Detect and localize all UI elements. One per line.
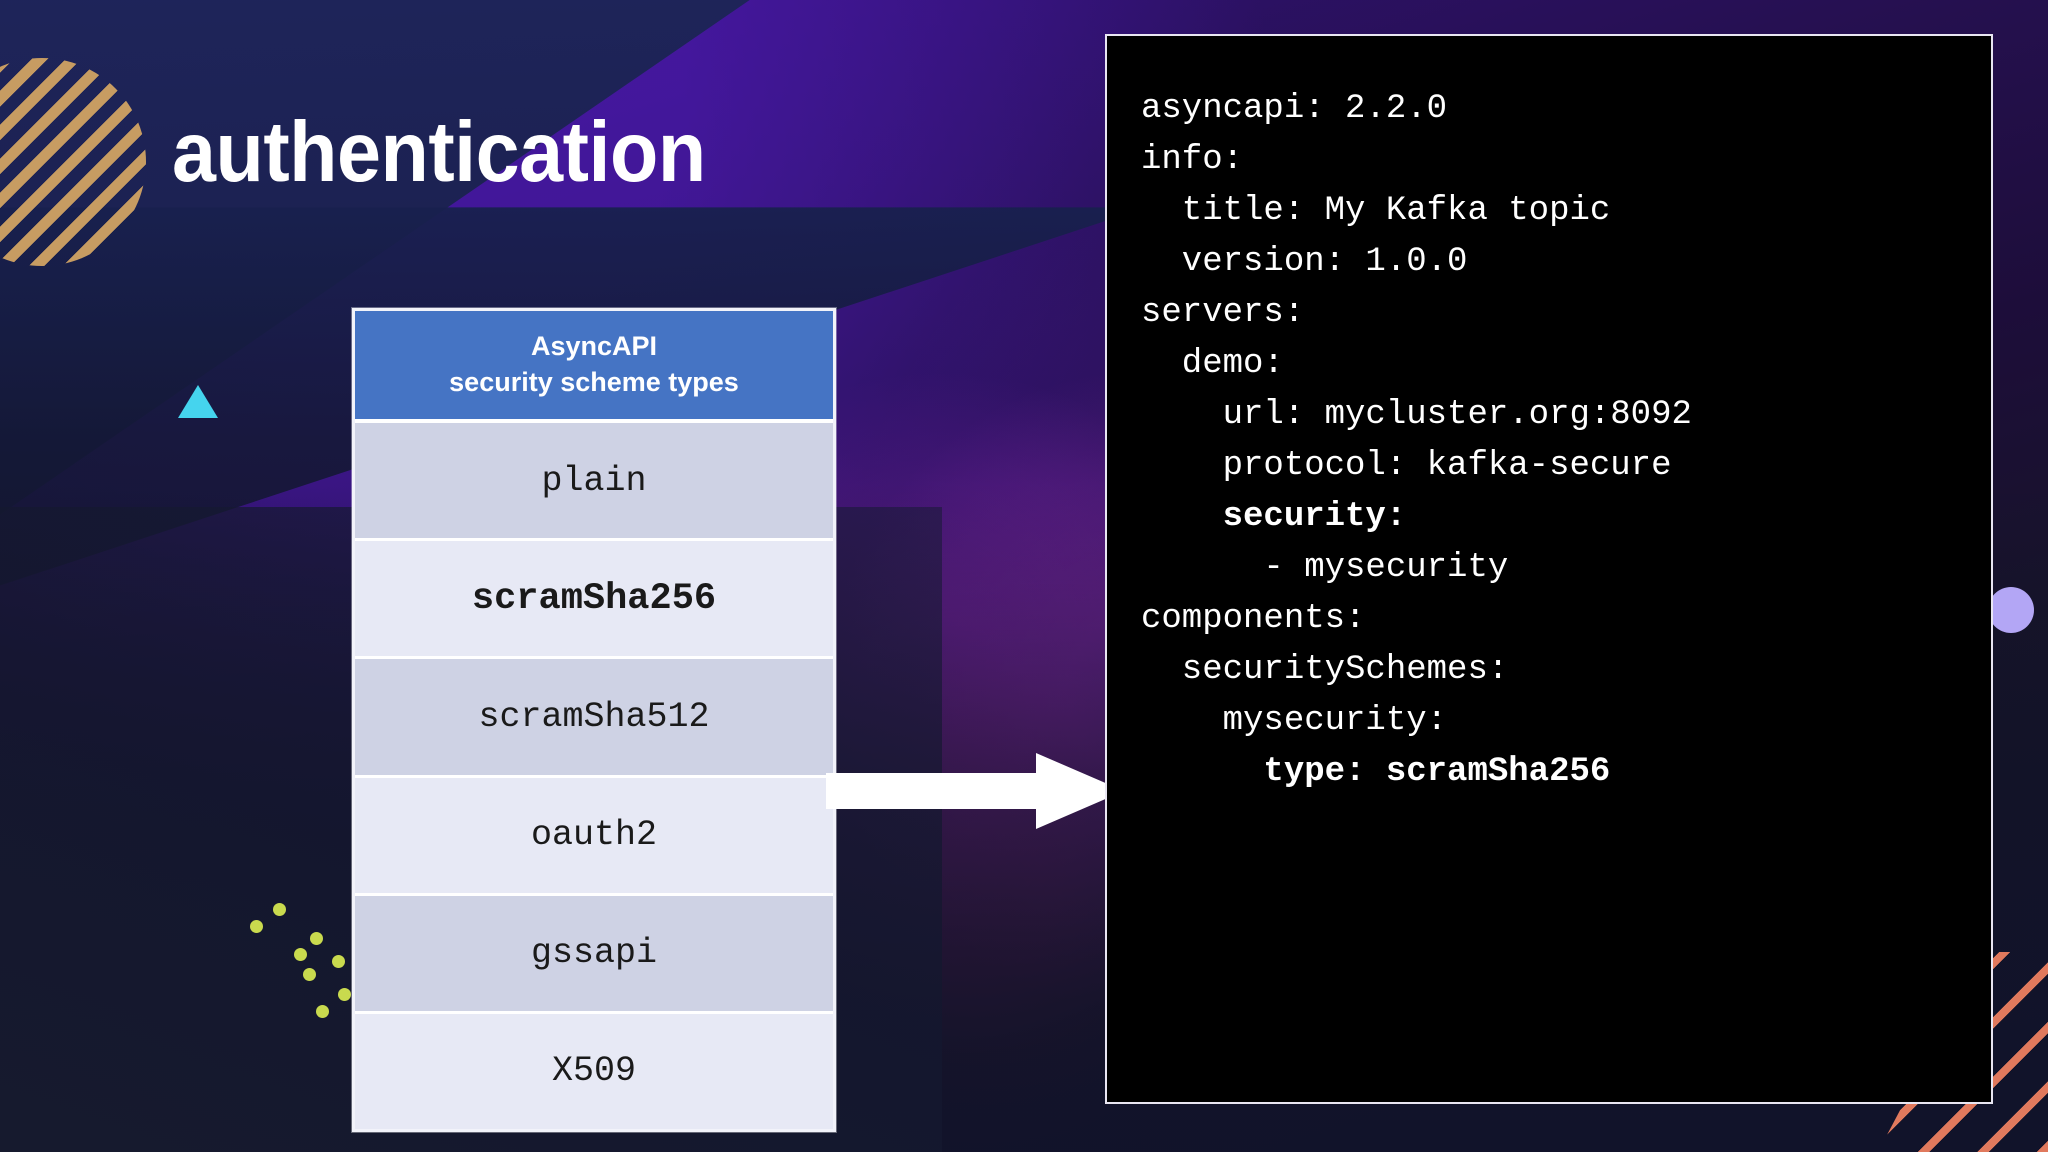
security-scheme-types-table: AsyncAPI security scheme types plain scra… — [352, 308, 836, 1132]
green-dot — [338, 988, 351, 1001]
code-line: info: — [1141, 141, 1244, 179]
purple-circle-decoration — [1988, 587, 2034, 633]
table-header-line-1: AsyncAPI — [530, 331, 658, 362]
code-line: - mysecurity — [1141, 549, 1509, 587]
code-panel: asyncapi: 2.2.0 info: title: My Kafka top… — [1105, 34, 1993, 1104]
code-line: asyncapi: 2.2.0 — [1141, 90, 1448, 128]
code-line: version: 1.0.0 — [1141, 243, 1468, 281]
code-line: security: — [1141, 498, 1407, 536]
green-dot — [294, 948, 307, 961]
table-row-label: oauth2 — [530, 815, 658, 856]
table-row[interactable]: gssapi — [355, 895, 833, 1014]
table-header: AsyncAPI security scheme types — [355, 311, 833, 423]
code-block: asyncapi: 2.2.0 info: title: My Kafka top… — [1107, 36, 1991, 798]
code-line: url: mycluster.org:8092 — [1141, 396, 1692, 434]
code-line: title: My Kafka topic — [1141, 192, 1611, 230]
green-dot — [273, 903, 286, 916]
table-row-label: gssapi — [530, 933, 658, 974]
page-title: authentication — [172, 105, 706, 200]
green-dot — [250, 920, 263, 933]
table-row[interactable]: oauth2 — [355, 777, 833, 896]
table-row-label: plain — [541, 460, 647, 501]
table-row[interactable]: scramSha512 — [355, 659, 833, 778]
table-row-label: scramSha256 — [471, 577, 717, 620]
code-line: protocol: kafka-secure — [1141, 447, 1672, 485]
green-dot — [310, 932, 323, 945]
cyan-triangle-decoration — [178, 385, 218, 418]
code-line: demo: — [1141, 345, 1284, 383]
code-line: components: — [1141, 600, 1366, 638]
table-header-line-2: security scheme types — [449, 367, 739, 397]
table-row-label: scramSha512 — [478, 696, 710, 737]
green-dot — [332, 955, 345, 968]
code-line: securitySchemes: — [1141, 651, 1509, 689]
code-line: servers: — [1141, 294, 1305, 332]
code-line: type: scramSha256 — [1141, 753, 1611, 791]
table-row[interactable]: X509 — [355, 1013, 833, 1130]
table-row[interactable]: scramSha256 — [355, 541, 833, 660]
green-dot — [303, 968, 316, 981]
code-line: mysecurity: — [1141, 702, 1448, 740]
flow-arrow-icon — [826, 753, 1124, 829]
green-dot — [316, 1005, 329, 1018]
table-row-label: X509 — [551, 1051, 636, 1092]
table-row[interactable]: plain — [355, 423, 833, 542]
